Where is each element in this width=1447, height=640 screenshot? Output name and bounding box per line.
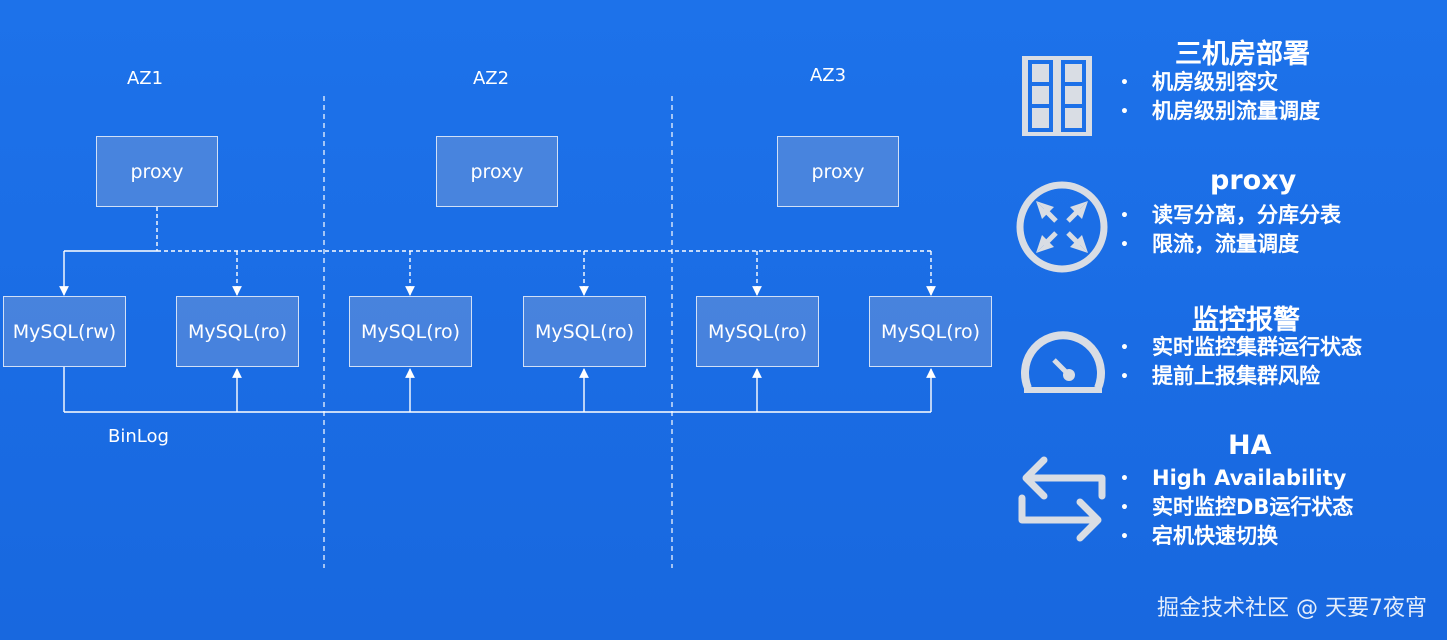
connector-lines: [59, 96, 936, 568]
mysql-node-ro-1: MySQL(ro): [176, 296, 299, 367]
list-item: •实时监控DB运行状态: [1120, 495, 1354, 519]
list-item: •机房级别流量调度: [1120, 99, 1320, 123]
feature-list-ha: •High Availability •实时监控DB运行状态 •宕机快速切换: [1120, 464, 1353, 551]
az-label-3: AZ3: [809, 65, 847, 86]
gauge-icon: [1021, 331, 1105, 393]
feature-title-proxy: proxy: [1210, 165, 1297, 196]
list-item: •提前上报集群风险: [1120, 364, 1320, 388]
list-item: •实时监控集群运行状态: [1120, 335, 1362, 359]
feature-list-monitoring: •实时监控集群运行状态 •提前上报集群风险: [1120, 333, 1362, 391]
mysql-node-rw: MySQL(rw): [3, 296, 126, 367]
binlog-label: BinLog: [108, 426, 169, 447]
list-item: •读写分离，分库分表: [1120, 203, 1341, 227]
mysql-node-ro-2: MySQL(ro): [349, 296, 472, 367]
feature-monitoring: 监控报警 •实时监控集群运行状态 •提前上报集群风险: [1010, 296, 1430, 406]
watermark: 掘金技术社区 @ 天要7夜宵: [1157, 596, 1427, 621]
feature-list-proxy: •读写分离，分库分表 •限流，流量调度: [1120, 201, 1341, 259]
list-item: •机房级别容灾: [1120, 70, 1278, 94]
server-rack-icon: [1022, 56, 1092, 136]
router-icon: [1016, 181, 1108, 273]
feature-title-ha: HA: [1228, 430, 1272, 461]
list-item: •限流，流量调度: [1120, 232, 1299, 256]
proxy-node-az3: proxy: [777, 136, 899, 207]
feature-datacenter: 三机房部署 •机房级别容灾 •机房级别流量调度: [1010, 30, 1430, 150]
az-label-1: AZ1: [126, 68, 164, 89]
feature-proxy: proxy •读写分离，分库分表 •限流，流量调度: [1010, 165, 1430, 285]
mysql-node-ro-3: MySQL(ro): [523, 296, 646, 367]
feature-ha: HA •High Availability •实时监控DB运行状态 •宕机快速切…: [1010, 430, 1430, 560]
mysql-node-ro-4: MySQL(ro): [696, 296, 819, 367]
feature-title-monitoring: 监控报警: [1192, 305, 1300, 336]
mysql-node-ro-5: MySQL(ro): [869, 296, 992, 367]
feature-list-datacenter: •机房级别容灾 •机房级别流量调度: [1120, 68, 1320, 126]
proxy-node-az1: proxy: [96, 136, 218, 207]
az-label-2: AZ2: [472, 68, 510, 89]
proxy-node-az2: proxy: [436, 136, 558, 207]
list-item: •High Availability: [1120, 466, 1347, 490]
list-item: •宕机快速切换: [1120, 524, 1278, 548]
switch-arrows-icon: [1018, 456, 1106, 542]
feature-title-datacenter: 三机房部署: [1175, 39, 1310, 70]
